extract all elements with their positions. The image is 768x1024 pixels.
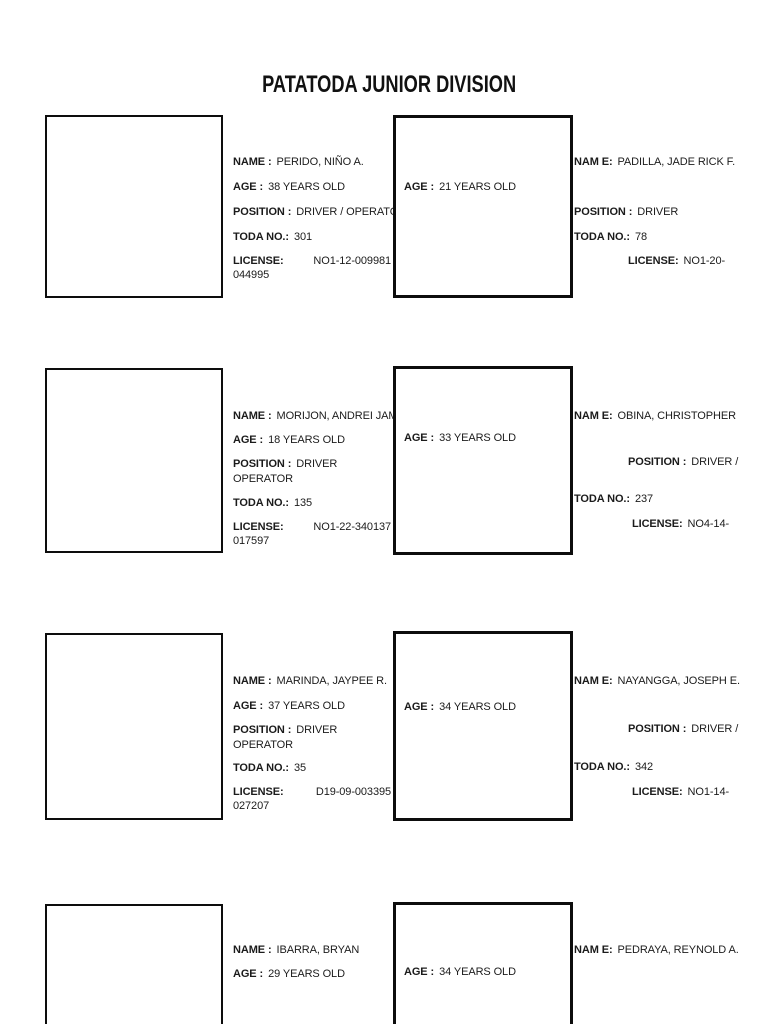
name-line: NAME :PERIDO, NIÑO A. [233, 156, 364, 168]
position-line: POSITION :DRIVER / [628, 723, 739, 735]
age-line: AGE :18 YEARS OLD [233, 434, 345, 446]
toda-line: TODA NO.:237 [574, 493, 653, 505]
position-line: POSITION :DRIVER / OPERATOR [233, 206, 407, 218]
photo-box [393, 366, 573, 555]
photo-box [45, 904, 223, 1024]
license-line: LICENSE:NO1-20- [628, 255, 726, 267]
name-line: NAM E:PADILLA, JADE RICK F. [574, 156, 736, 168]
toda-line: TODA NO.:135 [233, 497, 312, 509]
name-line: NAME :MARINDA, JAYPEE R. [233, 675, 387, 687]
name-line: NAME :IBARRA, BRYAN [233, 944, 360, 956]
toda-line: TODA NO.:35 [233, 762, 306, 774]
age-line-in-box: AGE :34 YEARS OLD [404, 701, 516, 713]
age-line: AGE :29 YEARS OLD [233, 968, 345, 980]
toda-line: TODA NO.:301 [233, 231, 312, 243]
photo-box [393, 902, 573, 1024]
license-line: LICENSE:NO1-22-340137 [233, 521, 391, 533]
license-continuation: 017597 [233, 535, 270, 547]
toda-line: TODA NO.:78 [574, 231, 647, 243]
position-continuation: OPERATOR [233, 473, 293, 485]
age-line-in-box: AGE :34 YEARS OLD [404, 966, 516, 978]
age-line: AGE :37 YEARS OLD [233, 700, 345, 712]
license-line: LICENSE:D19-09-003395 [233, 786, 391, 798]
position-line: POSITION :DRIVER [233, 458, 338, 470]
name-line: NAM E:PEDRAYA, REYNOLD A. [574, 944, 739, 956]
name-line: NAM E:NAYANGGA, JOSEPH E. [574, 675, 740, 687]
toda-line: TODA NO.:342 [574, 761, 653, 773]
photo-box [45, 633, 223, 820]
photo-box [45, 115, 223, 298]
photo-box [45, 368, 223, 553]
license-continuation: 044995 [233, 269, 270, 281]
name-line: NAM E:OBINA, CHRISTOPHER [574, 410, 736, 422]
age-line: AGE :38 YEARS OLD [233, 181, 345, 193]
license-line: LICENSE:NO1-12-009981 [233, 255, 391, 267]
license-continuation: 027207 [233, 800, 270, 812]
age-line-in-box: AGE :33 YEARS OLD [404, 432, 516, 444]
position-line: POSITION :DRIVER [233, 724, 338, 736]
photo-box [393, 631, 573, 821]
position-continuation: OPERATOR [233, 739, 293, 751]
position-line: POSITION :DRIVER / [628, 456, 739, 468]
license-line: LICENSE:NO4-14- [632, 518, 730, 530]
license-line: LICENSE:NO1-14- [632, 786, 730, 798]
photo-box [393, 115, 573, 298]
position-line: POSITION :DRIVER [574, 206, 679, 218]
page-title-row: PATATODA JUNIOR DIVISION [0, 71, 768, 99]
page-title: PATATODA JUNIOR DIVISION [261, 71, 517, 98]
age-line-in-box: AGE :21 YEARS OLD [404, 181, 516, 193]
name-line: NAME :MORIJON, ANDREI JAMES [233, 410, 412, 422]
